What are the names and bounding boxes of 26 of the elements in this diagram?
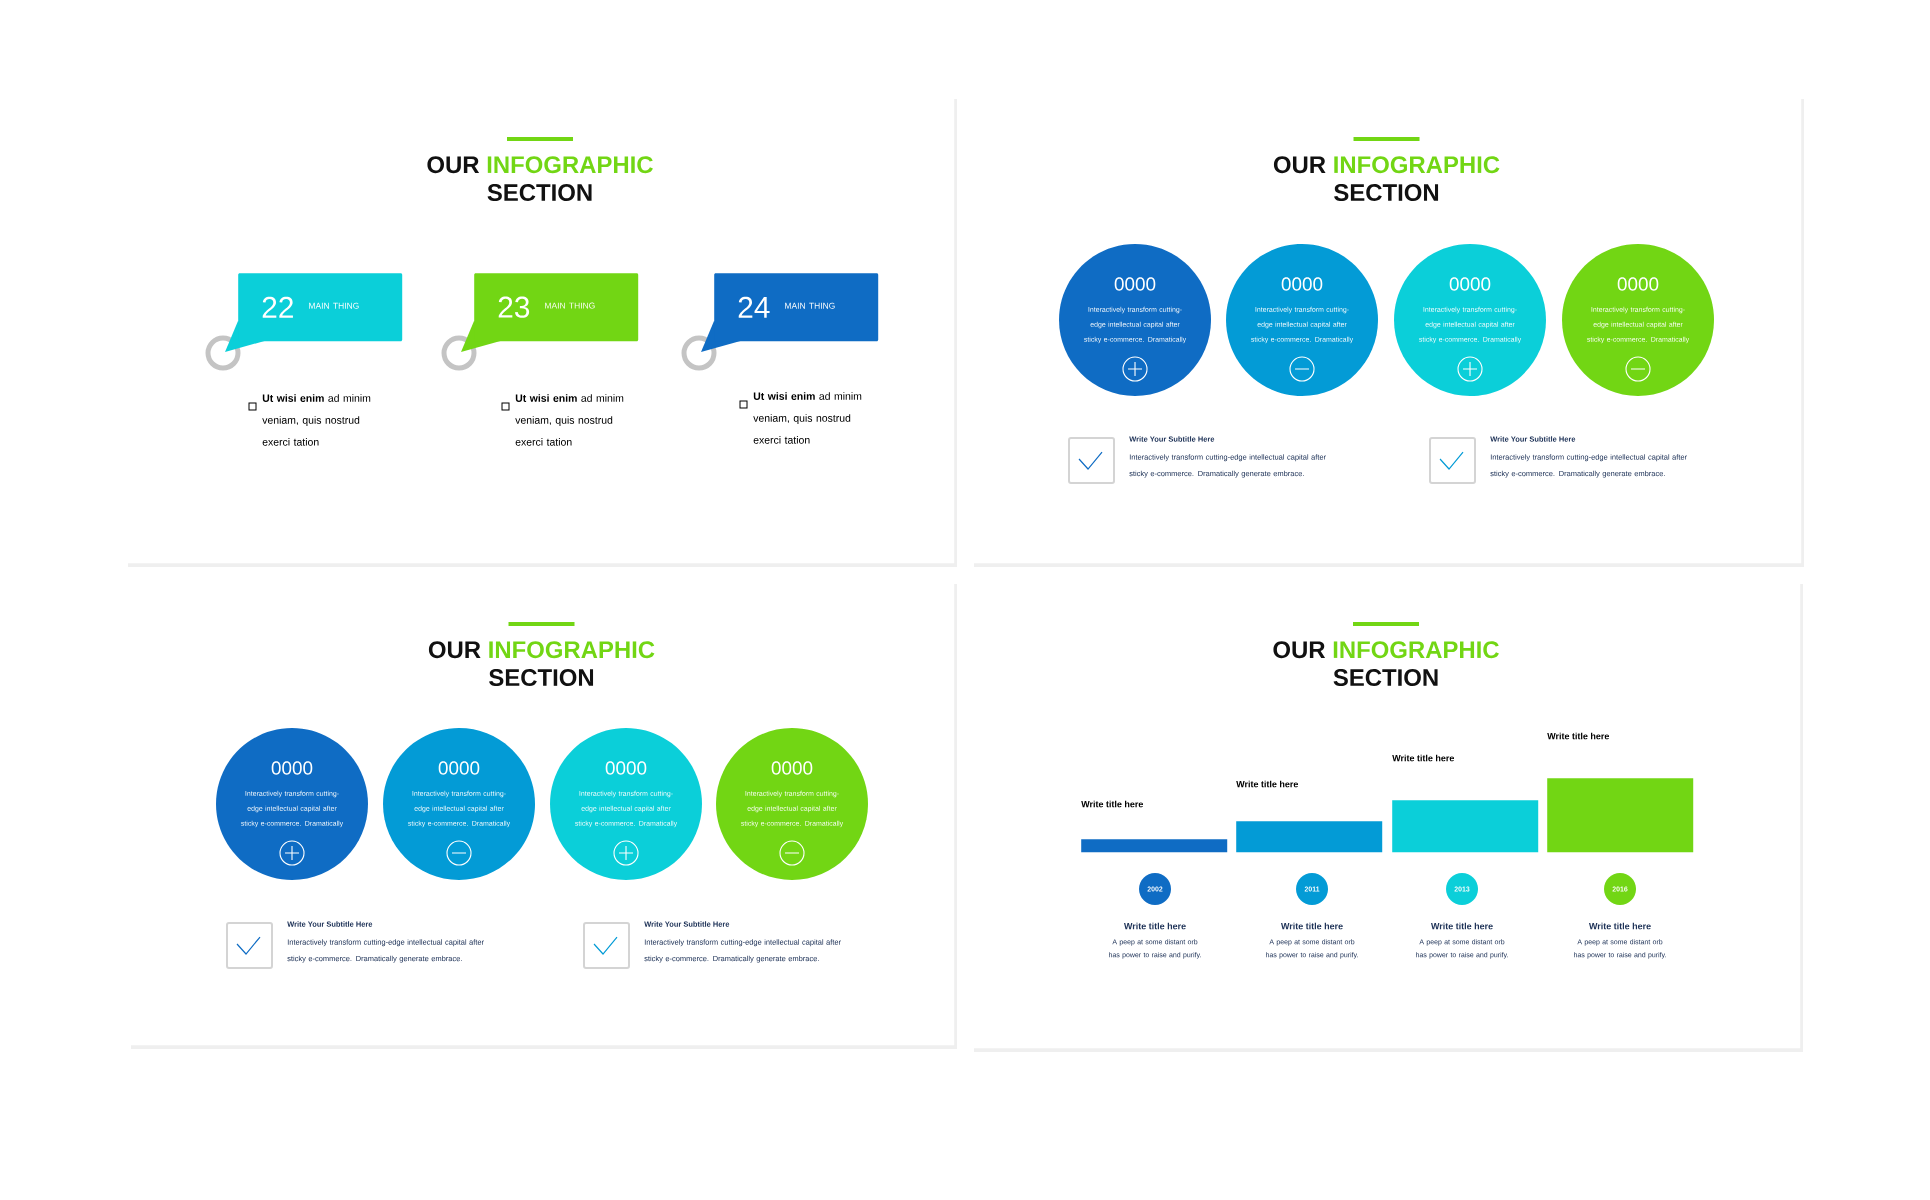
- checkbox: [226, 922, 273, 969]
- bullet-text: Ut wisi enim ad minim veniam, quis nostrud exerci tation: [262, 394, 371, 446]
- slide-title: OUR INFOGRAPHIC SECTION: [1273, 641, 1499, 687]
- bar: [1236, 821, 1383, 853]
- item-title: Write title here: [1123, 922, 1186, 930]
- checkbox: [583, 922, 630, 969]
- item-title: Write title here: [1588, 922, 1651, 930]
- slide-title: OUR INFOGRAPHIC SECTION: [428, 641, 655, 687]
- checkbox: [1429, 437, 1476, 484]
- callout-bubble: 24 MAIN THING: [701, 273, 879, 352]
- item-title: Write title here: [1280, 922, 1343, 930]
- callout-bubble: 23 MAIN THING: [461, 273, 639, 352]
- slide-title: OUR INFOGRAPHIC SECTION: [427, 156, 653, 202]
- bar: [1392, 800, 1539, 853]
- bar-title: Write title here: [1392, 754, 1455, 762]
- bar-title: Write title here: [1081, 800, 1143, 808]
- bar-title: Write title here: [1547, 732, 1610, 740]
- checkbox: [1068, 437, 1115, 484]
- slide-title: OUR INFOGRAPHIC SECTION: [1273, 156, 1500, 202]
- callout-bubble: 22 MAIN THING: [225, 273, 403, 352]
- item-title: Write title here: [1430, 922, 1493, 930]
- bar: [1547, 778, 1694, 853]
- bar-title: Write title here: [1236, 780, 1299, 788]
- bullet-text: Ut wisi enim ad minim veniam, quis nostrud exerci tation: [515, 394, 624, 446]
- bullet-text: Ut wisi enim ad minim veniam, quis nostrud exerci tation: [753, 392, 862, 444]
- bar: [1081, 839, 1228, 853]
